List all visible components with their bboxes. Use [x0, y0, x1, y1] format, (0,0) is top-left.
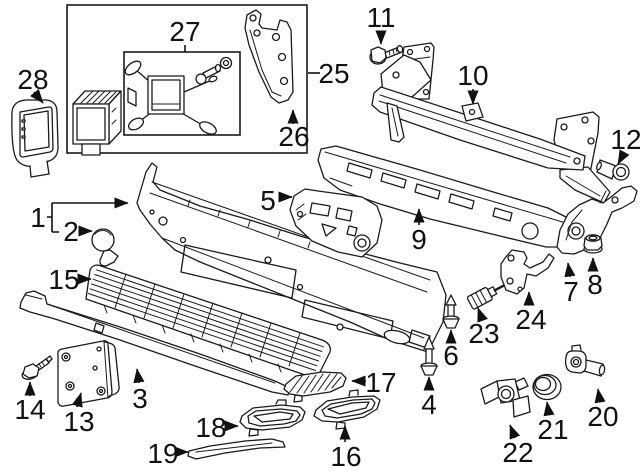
part-bumper-cover — [136, 162, 447, 353]
callout-27[interactable]: 27 — [169, 16, 201, 52]
callout-19[interactable]: 19 — [147, 438, 189, 469]
callout-28-label[interactable]: 28 — [17, 64, 48, 95]
callout-21-label[interactable]: 21 — [537, 414, 568, 445]
part-sensor-bolt — [195, 56, 233, 85]
part-bolt-11 — [369, 44, 404, 65]
callout-25-label[interactable]: 25 — [318, 58, 349, 89]
callout-15[interactable]: 15 — [48, 264, 92, 295]
callout-3-label[interactable]: 3 — [132, 383, 148, 414]
callout-11-label[interactable]: 11 — [366, 2, 395, 33]
callout-12-label[interactable]: 12 — [610, 124, 640, 155]
part-license-plate-bracket — [57, 340, 120, 407]
callout-2[interactable]: 2 — [63, 216, 93, 247]
part-bracket-7 — [556, 185, 638, 255]
callout-6[interactable]: 6 — [443, 329, 459, 371]
callout-28-arrow — [30, 88, 44, 104]
part-air-temp-sensor — [466, 283, 507, 310]
callout-23-label[interactable]: 23 — [468, 318, 499, 349]
callout-18[interactable]: 18 — [195, 412, 239, 443]
callout-27-label[interactable]: 27 — [169, 16, 200, 47]
callout-16-label[interactable]: 16 — [330, 441, 361, 471]
callout-5[interactable]: 5 — [260, 185, 293, 216]
callout-19-label[interactable]: 19 — [147, 438, 178, 469]
part-push-rivet-6 — [442, 294, 460, 329]
part-sensor-bracket-26 — [244, 9, 294, 104]
part-distance-sensor — [124, 60, 218, 135]
part-sensor-kit-box — [66, 4, 308, 154]
part-fog-bezel-18 — [239, 399, 306, 437]
callout-20-arrow — [594, 388, 606, 404]
callout-24[interactable]: 24 — [515, 291, 547, 335]
part-parking-sensor — [564, 344, 606, 377]
callout-22-label[interactable]: 22 — [502, 437, 533, 468]
part-bracket-5 — [289, 188, 383, 258]
callout-6-label[interactable]: 6 — [443, 340, 459, 371]
callout-23[interactable]: 23 — [468, 307, 500, 349]
callout-1-bracket — [47, 203, 59, 233]
part-fog-bezel-16 — [313, 389, 381, 430]
callout-14-label[interactable]: 14 — [14, 394, 45, 425]
callout-3-arrow — [133, 368, 145, 384]
part-housing-28 — [11, 99, 59, 178]
callout-20[interactable]: 20 — [587, 388, 619, 432]
callout-3[interactable]: 3 — [132, 368, 148, 414]
part-nut-8 — [583, 234, 603, 254]
part-control-module — [72, 90, 122, 156]
callout-4-label[interactable]: 4 — [421, 389, 437, 420]
callout-22[interactable]: 22 — [502, 424, 534, 468]
callout-25[interactable]: 25 — [308, 58, 350, 89]
callout-11[interactable]: 11 — [366, 2, 396, 45]
callout-15-label[interactable]: 15 — [48, 264, 79, 295]
callout-1-label[interactable]: 1 — [30, 202, 46, 233]
callout-10[interactable]: 10 — [457, 60, 489, 105]
callout-23-arrow — [477, 307, 488, 323]
callout-8-label[interactable]: 8 — [587, 269, 603, 300]
callout-12-arrow — [617, 149, 630, 165]
callout-21-arrow — [543, 401, 555, 417]
callout-17[interactable]: 17 — [351, 367, 397, 398]
part-grommet-21 — [532, 373, 562, 401]
callout-13-arrow — [71, 392, 83, 408]
callout-10-label[interactable]: 10 — [457, 60, 488, 91]
callout-7-label[interactable]: 7 — [563, 276, 579, 307]
part-bolt-12 — [596, 159, 630, 181]
callout-22-arrow — [509, 424, 521, 440]
callout-13[interactable]: 13 — [63, 392, 95, 437]
part-tow-hook-cover — [91, 228, 119, 267]
part-bracket-24 — [500, 249, 555, 295]
callout-8[interactable]: 8 — [587, 257, 603, 300]
callout-24-label[interactable]: 24 — [515, 304, 546, 335]
callout-14[interactable]: 14 — [14, 381, 46, 425]
part-grille-insert-17 — [283, 371, 347, 403]
callout-1[interactable]: 1 — [30, 197, 129, 233]
callout-4[interactable]: 4 — [421, 376, 437, 420]
part-push-rivet-4 — [420, 336, 438, 376]
callout-17-label[interactable]: 17 — [365, 367, 396, 398]
callout-16[interactable]: 16 — [330, 425, 362, 471]
callout-20-label[interactable]: 20 — [587, 401, 618, 432]
callout-28[interactable]: 28 — [17, 64, 49, 104]
callout-18-label[interactable]: 18 — [195, 412, 226, 443]
callout-26-label[interactable]: 26 — [278, 121, 309, 152]
part-impact-bar — [371, 42, 611, 204]
callout-9-label[interactable]: 9 — [411, 224, 427, 255]
part-lower-trim-strip — [187, 438, 286, 460]
part-sensor-holder-22 — [480, 377, 531, 418]
callout-7-arrow — [564, 262, 576, 278]
callout-2-label[interactable]: 2 — [63, 216, 79, 247]
part-screw-14 — [21, 355, 53, 380]
callout-26[interactable]: 26 — [278, 109, 310, 152]
callout-21[interactable]: 21 — [537, 401, 569, 445]
callout-13-label[interactable]: 13 — [63, 406, 94, 437]
callout-12[interactable]: 12 — [610, 124, 640, 165]
callout-9[interactable]: 9 — [411, 208, 427, 255]
callout-5-label[interactable]: 5 — [260, 185, 276, 216]
callout-7[interactable]: 7 — [563, 262, 579, 307]
